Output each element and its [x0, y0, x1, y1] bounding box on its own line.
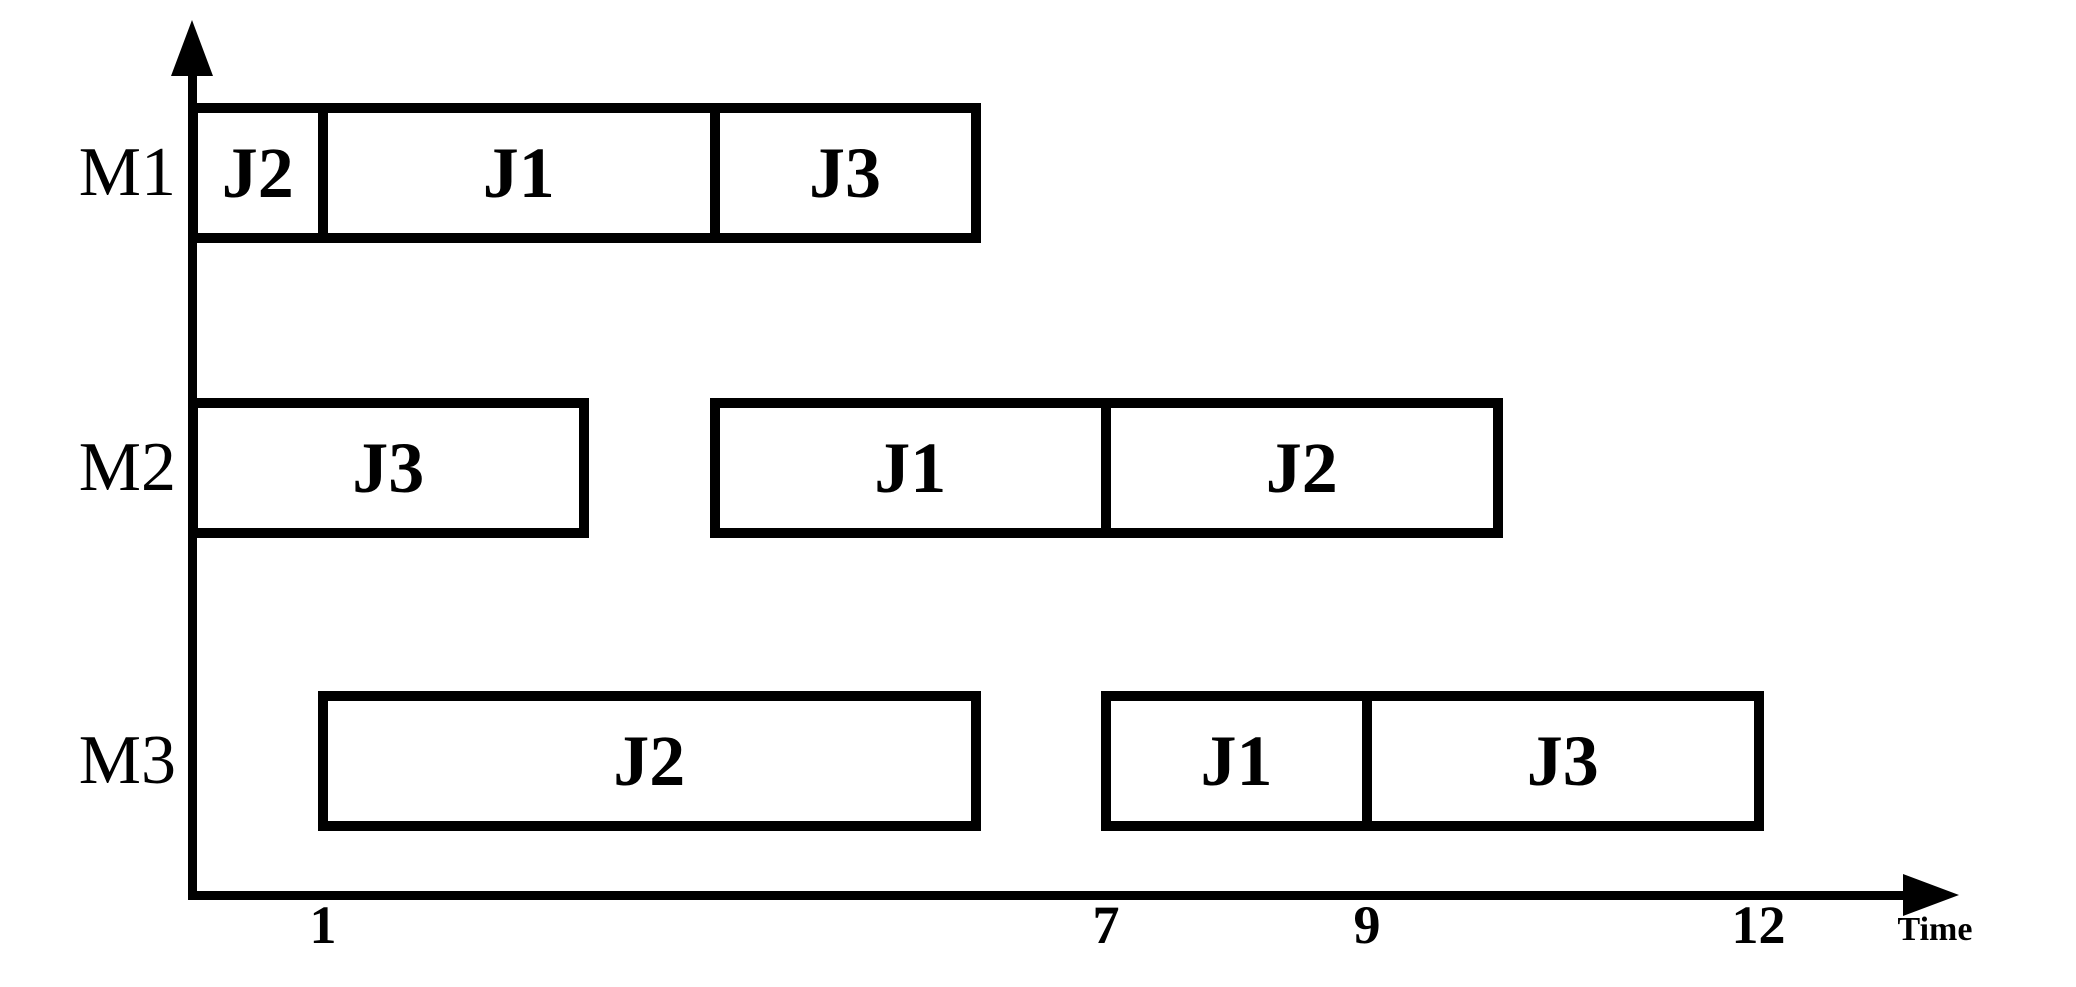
- bar-job-label: J1: [1200, 721, 1273, 801]
- machine-label-m3: M3: [78, 722, 176, 799]
- x-axis-title: Time: [1897, 911, 1973, 948]
- bar-m2-j3: J3: [187, 398, 589, 538]
- bar-m1-j2: J2: [187, 103, 328, 243]
- x-axis-arrow-icon: [1903, 874, 1959, 916]
- bar-job-label: J1: [874, 428, 947, 508]
- bar-job-label: J3: [352, 428, 425, 508]
- bar-m2-j1: J1: [709, 398, 1111, 538]
- bar-m1-j1: J1: [318, 103, 720, 243]
- bar-job-label: J2: [221, 133, 294, 213]
- bar-job-label: J2: [613, 721, 686, 801]
- bar-job-label: J3: [809, 133, 881, 213]
- bar-m2-j2: J2: [1101, 398, 1503, 538]
- x-axis-line: [188, 891, 1908, 900]
- bar-m3-j1: J1: [1101, 691, 1372, 831]
- bar-job-label: J3: [1526, 721, 1599, 801]
- bar-m1-j3: J3: [709, 103, 981, 243]
- x-tick-label-1: 1: [309, 895, 337, 955]
- bar-m3-j2: J2: [318, 691, 981, 831]
- bar-job-label: J1: [482, 133, 555, 213]
- x-tick-label-9: 9: [1353, 895, 1381, 955]
- bar-m3-j3: J3: [1362, 691, 1764, 831]
- bar-job-label: J2: [1265, 428, 1338, 508]
- machine-label-m2: M2: [78, 429, 176, 506]
- machine-label-m1: M1: [78, 134, 176, 211]
- x-tick-label-12: 12: [1731, 895, 1786, 955]
- x-tick-label-7: 7: [1092, 895, 1120, 955]
